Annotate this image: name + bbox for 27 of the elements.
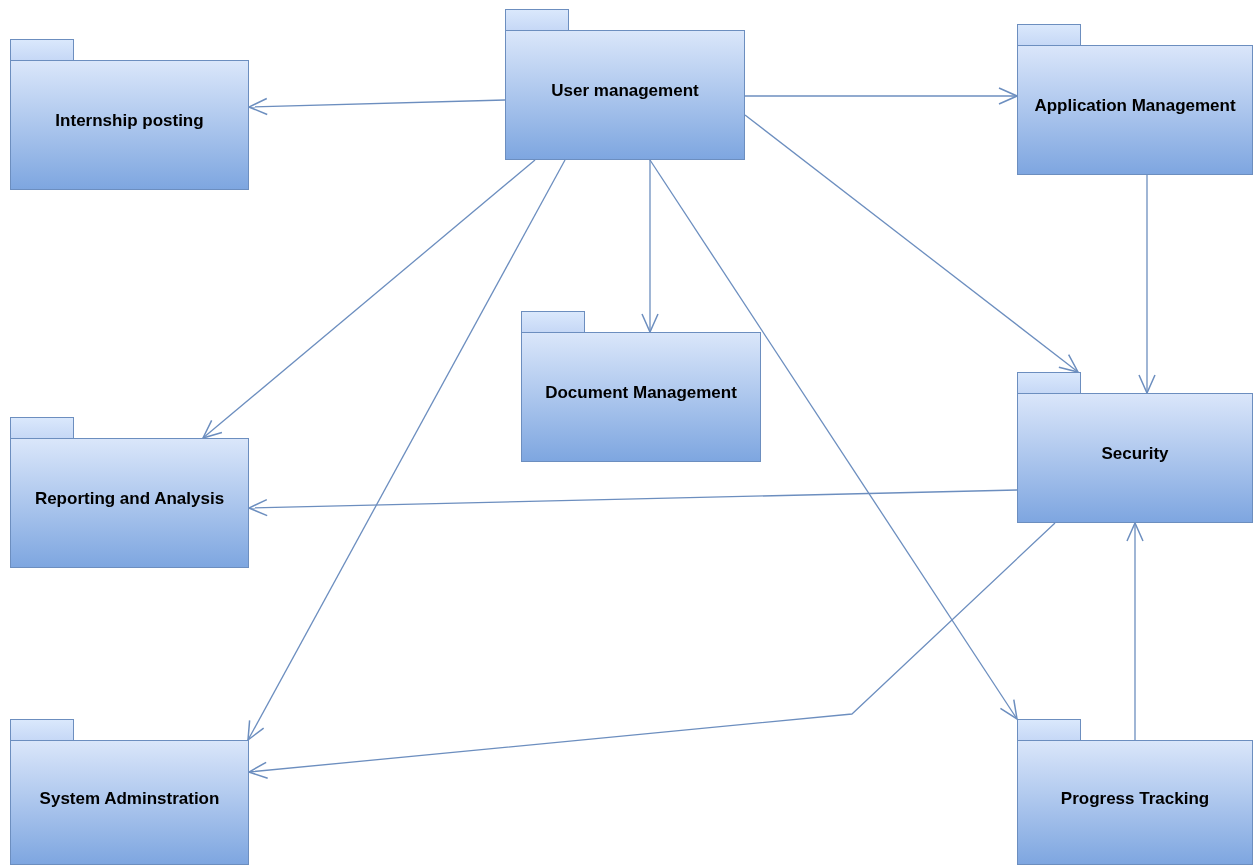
package-shape [10, 417, 249, 568]
arrow [248, 97, 506, 116]
package-label: Internship posting [55, 111, 204, 131]
arrow [1126, 522, 1144, 741]
package-shape [1017, 24, 1253, 175]
package-label: Security [1101, 444, 1169, 464]
package-label: Reporting and Analysis [34, 489, 225, 509]
arrow [248, 522, 1056, 779]
arrow [649, 159, 1018, 720]
package-shape [10, 719, 249, 865]
package-shape [10, 39, 249, 190]
package-label: User management [551, 81, 699, 101]
package-shape [505, 9, 745, 160]
arrow [247, 159, 566, 741]
arrow [248, 489, 1018, 517]
arrow [744, 87, 1018, 105]
arrow [744, 114, 1079, 373]
package-shape [521, 311, 761, 462]
package-label: System Adminstration [39, 788, 220, 809]
arrow [641, 159, 659, 333]
package-label: Document Management [545, 383, 737, 403]
package-label: Progress Tracking [1060, 788, 1210, 809]
arrow [202, 159, 536, 439]
package-shape [1017, 372, 1253, 523]
arrow [1138, 174, 1156, 394]
package-label: Application Management [1034, 96, 1236, 116]
package-shape [1017, 719, 1253, 865]
